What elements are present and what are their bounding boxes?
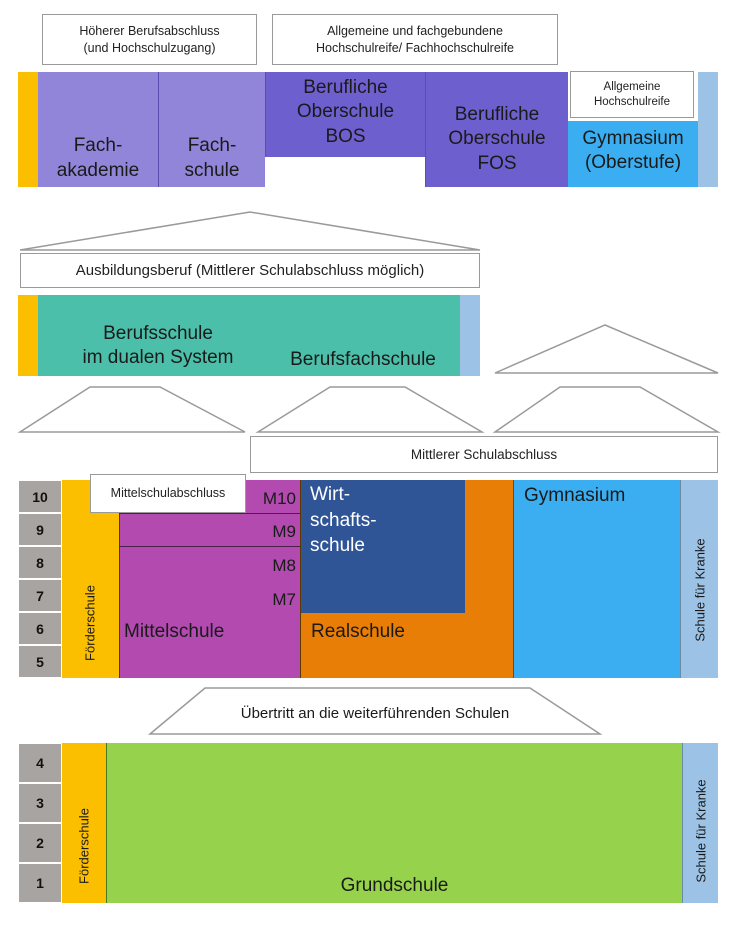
label-gymnasium: Gymnasium: [524, 485, 626, 506]
grade-3: 3: [18, 783, 62, 823]
label-m8: M8: [272, 556, 296, 575]
grade-1: 1: [18, 863, 62, 903]
grade-7: 7: [18, 579, 62, 612]
block-wirtschaftsschule: Wirt- schafts- schule: [301, 480, 465, 613]
label-berufsschule: Berufsschule im dualen System: [82, 323, 234, 369]
mittelschule-line-m10: [119, 513, 300, 514]
light-blue-bar-middle: [460, 295, 480, 376]
label-m7: M7: [272, 590, 296, 609]
label-schule-fuer-kranke-secondary: Schule für Kranke: [692, 538, 708, 642]
mittelschule-line-m9: [119, 546, 300, 547]
grade-6: 6: [18, 612, 62, 645]
orange-bar-top: [18, 72, 38, 187]
block-fachschule: Fach- schule: [159, 72, 265, 187]
grade-2: 2: [18, 823, 62, 863]
block-berufsschule: Berufsschule im dualen System Berufsfach…: [38, 295, 460, 376]
block-schule-fuer-kranke-secondary: Schule für Kranke: [680, 480, 718, 678]
label-fos: Berufliche Oberschule FOS: [448, 104, 546, 174]
arrow-to-gymnasium-oberstufe: [494, 324, 719, 374]
grade-10: 10: [18, 480, 62, 513]
block-gymnasium-oberstufe: Gymnasium (Oberstufe): [568, 121, 698, 187]
block-foerderschule-secondary: Förderschule: [62, 480, 119, 678]
label-grundschule: Grundschule: [340, 875, 449, 896]
arrow-right-middle: [492, 386, 721, 433]
block-schule-fuer-kranke-primary: Schule für Kranke: [682, 743, 718, 903]
label-mittelschule: Mittelschule: [124, 621, 225, 642]
block-fos: Berufliche Oberschule FOS: [425, 72, 568, 187]
block-bos: Berufliche Oberschule BOS: [265, 72, 425, 157]
light-blue-bar-top: [698, 72, 718, 187]
label-wirtschaftsschule: Wirt- schafts- schule: [310, 484, 377, 557]
grade-4: 4: [18, 743, 62, 783]
arrow-left-middle: [17, 386, 246, 433]
block-fachakademie: Fach- akademie: [38, 72, 159, 187]
caption-mittlerer-schulabschluss: Mittlerer Schulabschluss: [250, 436, 718, 473]
caption-higher-vocational: Höherer Berufsabschluss (und Hochschulzu…: [42, 14, 257, 65]
block-grundschule: Grundschule: [106, 743, 682, 903]
label-schule-fuer-kranke-primary: Schule für Kranke: [693, 779, 709, 883]
arrow-to-top: [19, 211, 481, 251]
caption-ausbildungsberuf: Ausbildungsberuf (Mittlerer Schulabschlu…: [20, 253, 480, 288]
block-gymnasium: Gymnasium: [513, 480, 680, 678]
caption-mittelschulabschluss: Mittelschulabschluss: [90, 474, 246, 513]
grade-9: 9: [18, 513, 62, 546]
caption-gym-hochschulreife: Allgemeine Hochschulreife: [570, 71, 694, 118]
label-m9: M9: [272, 522, 296, 541]
label-m10: M10: [262, 489, 296, 508]
label-fachschule: Fach- schule: [184, 135, 240, 181]
arrow-center-middle: [255, 386, 485, 433]
label-bos: Berufliche Oberschule BOS: [296, 77, 395, 147]
arrow-transition: [147, 687, 603, 735]
label-realschule: Realschule: [311, 621, 405, 642]
caption-university-entrance: Allgemeine und fachgebundene Hochschulre…: [272, 14, 558, 65]
label-foerderschule-primary: Förderschule: [76, 808, 92, 884]
label-foerderschule-secondary: Förderschule: [82, 585, 98, 661]
label-berufsfachschule: Berufsfachschule: [290, 349, 436, 370]
caption-uebertritt: Übertritt an die weiterführenden Schulen: [240, 705, 510, 722]
label-gymnasium-oberstufe: Gymnasium (Oberstufe): [582, 128, 684, 174]
orange-bar-middle: [18, 295, 38, 376]
grade-8: 8: [18, 546, 62, 579]
label-fachakademie: Fach- akademie: [56, 135, 140, 181]
block-foerderschule-primary: Förderschule: [62, 743, 106, 903]
grade-5: 5: [18, 645, 62, 678]
